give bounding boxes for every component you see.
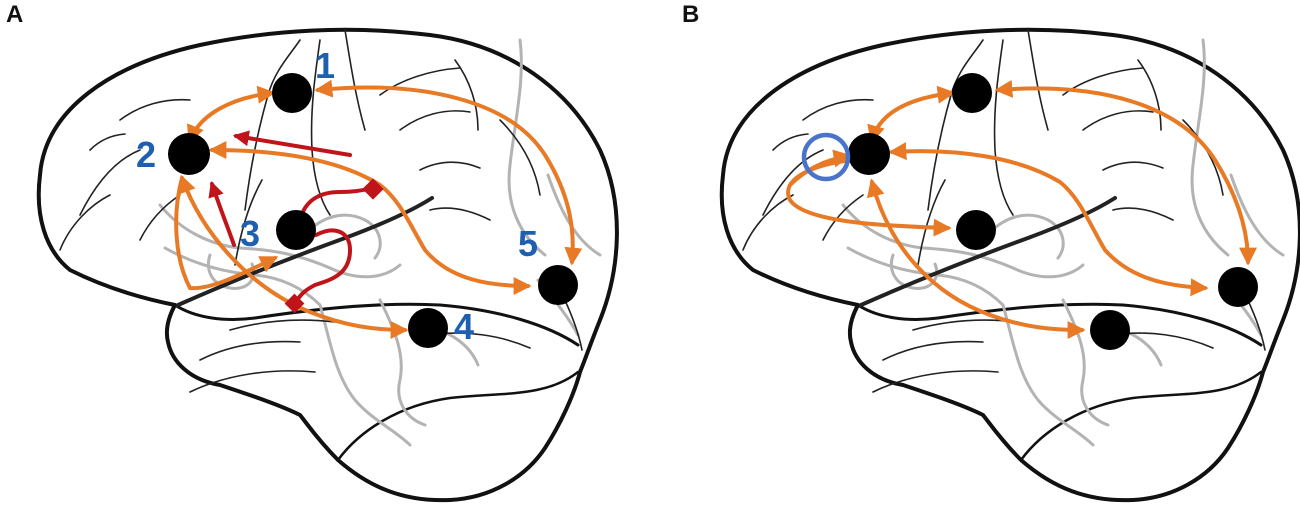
connections-b bbox=[786, 79, 1257, 339]
node-label-4: 4 bbox=[454, 306, 474, 347]
node-label-1: 1 bbox=[315, 45, 335, 86]
panel-letter-b: B bbox=[682, 1, 699, 28]
node-label-2: 2 bbox=[136, 134, 156, 175]
node-b-3 bbox=[956, 210, 996, 250]
inhibit-marker-upper bbox=[362, 178, 384, 200]
brain-drawing-a bbox=[36, 27, 619, 503]
red-arrow-top bbox=[232, 130, 352, 157]
edge-1-5 bbox=[314, 79, 583, 266]
nodes-b bbox=[848, 73, 1258, 350]
node-2 bbox=[168, 133, 210, 175]
inhibitions-a bbox=[208, 130, 384, 314]
brain-drawing-b bbox=[719, 27, 1300, 503]
panel-letter-a: A bbox=[6, 1, 23, 28]
red-link-lower bbox=[294, 228, 353, 304]
node-b-1 bbox=[952, 73, 992, 113]
node-b-2 bbox=[848, 133, 890, 175]
node-labels-a: 1 2 3 4 5 bbox=[136, 45, 538, 347]
node-1 bbox=[272, 73, 312, 113]
node-label-5: 5 bbox=[518, 223, 538, 264]
inhibit-marker-lower bbox=[284, 293, 305, 314]
edge-b-2-4 bbox=[866, 178, 1086, 339]
node-4 bbox=[408, 308, 448, 348]
nodes-a bbox=[168, 73, 578, 348]
node-label-3: 3 bbox=[240, 213, 260, 254]
edge-b-2-1 bbox=[867, 85, 956, 144]
node-5 bbox=[538, 265, 578, 305]
highlight-ring bbox=[801, 132, 851, 182]
edge-2-1 bbox=[187, 85, 276, 144]
node-b-5 bbox=[1218, 267, 1258, 307]
node-3 bbox=[276, 210, 316, 250]
node-b-4 bbox=[1090, 310, 1130, 350]
panel-b: B bbox=[682, 1, 1300, 503]
edge-b-into-2 bbox=[788, 149, 852, 187]
panel-a: A 1 2 bbox=[6, 1, 619, 503]
red-arrow-vertical bbox=[208, 180, 236, 247]
